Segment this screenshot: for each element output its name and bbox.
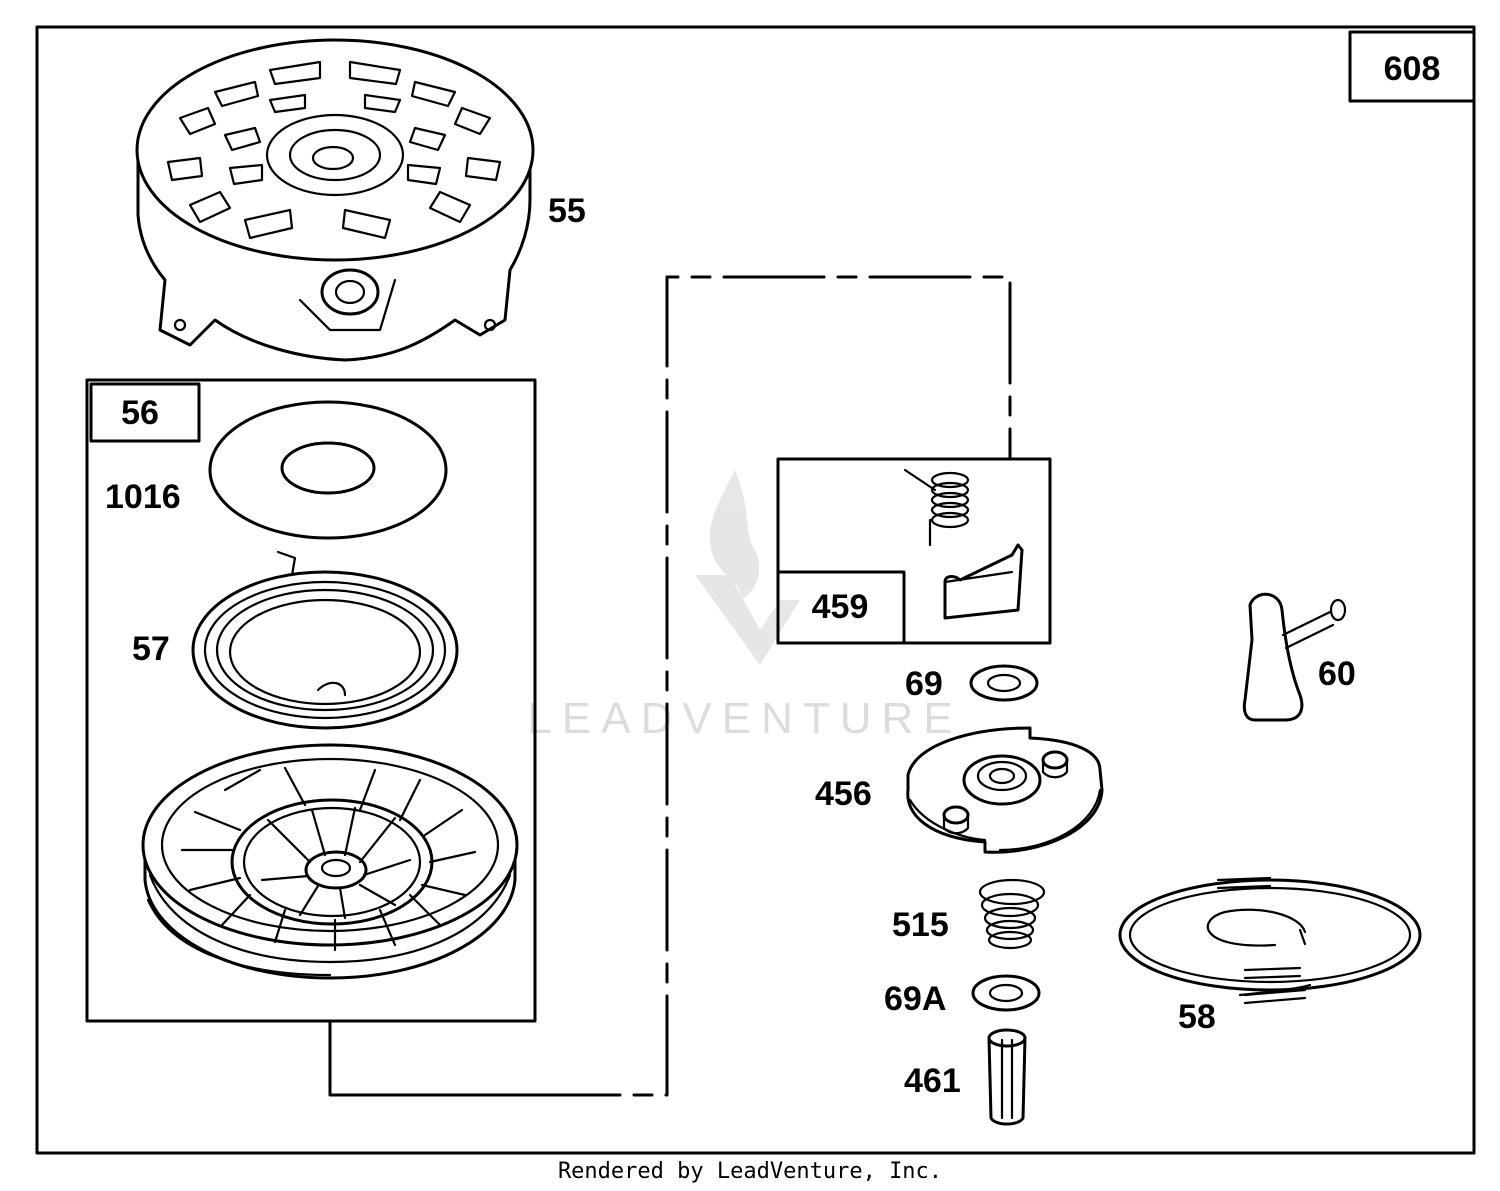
label-57: 57 xyxy=(132,630,170,668)
label-515: 515 xyxy=(892,906,949,944)
part-459-pawl-kit-box: 459 xyxy=(776,457,1052,645)
part-55-blower-housing: 55 xyxy=(135,38,586,362)
label-55: 55 xyxy=(548,192,586,230)
label-56: 56 xyxy=(121,394,159,432)
part-57-rewind-spring: 57 xyxy=(132,550,459,730)
part-515-spring: 515 xyxy=(892,878,1046,950)
part-60-starter-handle: 60 xyxy=(1242,592,1356,722)
label-1016: 1016 xyxy=(105,478,181,516)
part-69A-washer: 69A xyxy=(884,974,1041,1018)
watermark-text: LEADVENTURE xyxy=(527,694,962,743)
label-58: 58 xyxy=(1178,998,1216,1036)
part-56-pulley xyxy=(141,743,519,980)
part-1016-washer: 1016 xyxy=(105,400,448,540)
part-69-washer: 69 xyxy=(905,664,1039,703)
label-456: 456 xyxy=(815,775,872,813)
label-69: 69 xyxy=(905,665,943,703)
figure-number-box: 608 xyxy=(1348,30,1476,103)
diagram-frame xyxy=(35,25,1476,1155)
part-58-starter-rope: 58 xyxy=(1118,876,1422,1036)
label-459: 459 xyxy=(812,588,869,626)
part-56-rewind-assembly-box: 56 xyxy=(85,378,537,1023)
connector-lines xyxy=(328,275,1012,1097)
label-461: 461 xyxy=(904,1062,961,1100)
figure-number: 608 xyxy=(1384,50,1441,88)
footer-credit: Rendered by LeadVenture, Inc. xyxy=(558,1159,942,1184)
label-60: 60 xyxy=(1318,655,1356,693)
label-69A: 69A xyxy=(884,980,946,1018)
leadventure-watermark: LEADVENTURE xyxy=(527,470,962,743)
part-461-pin: 461 xyxy=(904,1028,1027,1126)
part-456-pawl-retainer: 456 xyxy=(815,726,1104,854)
